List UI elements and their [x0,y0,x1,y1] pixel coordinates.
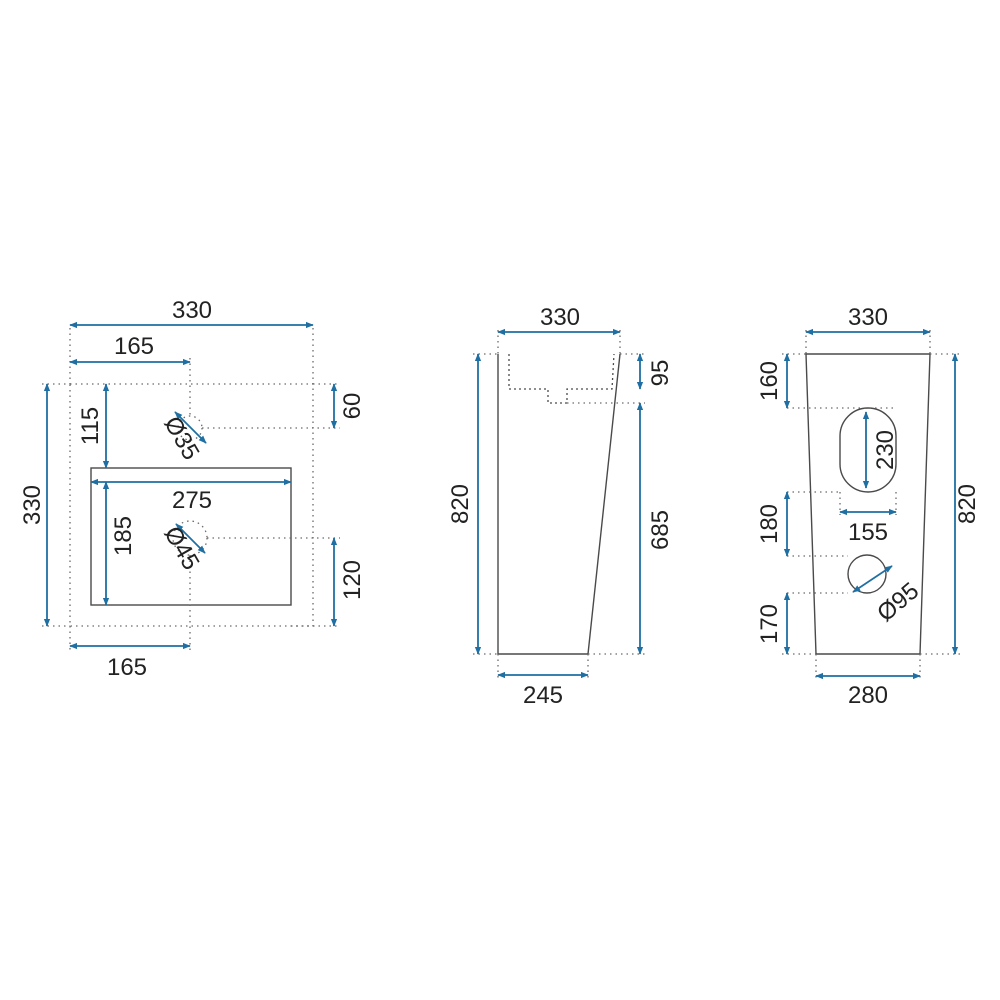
top-view: 330 165 330 115 275 185 Ø35 Ø45 60 120 1… [19,297,366,681]
top-view-outline [69,383,314,627]
top-view-bowl [90,467,292,606]
side-view-body [497,353,621,655]
label-side-total-height: 820 [447,484,474,524]
label-side-bottom: 120 [339,560,366,600]
label-side-base-width: 245 [523,682,563,709]
label-hole-offset: 165 [114,333,154,360]
label-hole-from-back: 115 [77,407,104,445]
label-large-hole: Ø45 [158,522,204,575]
label-bottom-offset: 165 [107,654,147,681]
label-front-opening-height: 230 [872,430,899,470]
front-view: 330 160 230 155 180 Ø95 170 820 280 [756,304,981,709]
dim-small-hole [174,411,207,444]
label-side-top: 60 [339,393,366,420]
label-front-top-offset: 160 [756,361,783,401]
label-side-bowl-depth: 95 [647,360,674,387]
label-small-hole: Ø35 [158,412,204,465]
dim-front-hole [852,565,893,593]
label-side-top-width: 330 [540,304,580,331]
front-view-body [805,353,931,655]
label-bowl-depth: 185 [110,516,137,556]
label-front-total-height: 820 [954,484,981,524]
label-top-depth: 330 [19,485,46,525]
label-side-lower-height: 685 [647,510,674,550]
label-front-mid-offset: 180 [756,504,783,544]
label-front-base-width: 280 [848,682,888,709]
label-bowl-width: 275 [172,487,212,514]
dim-large-hole [175,523,206,554]
label-front-hole: Ø95 [872,577,924,627]
side-view: 330 820 95 685 245 [447,304,674,709]
label-front-bottom-offset: 170 [756,604,783,644]
label-front-top-width: 330 [848,304,888,331]
label-front-opening-width: 155 [848,519,888,546]
side-view-basin [508,353,615,404]
front-opening-oval [839,407,897,493]
label-top-width: 330 [172,297,212,324]
